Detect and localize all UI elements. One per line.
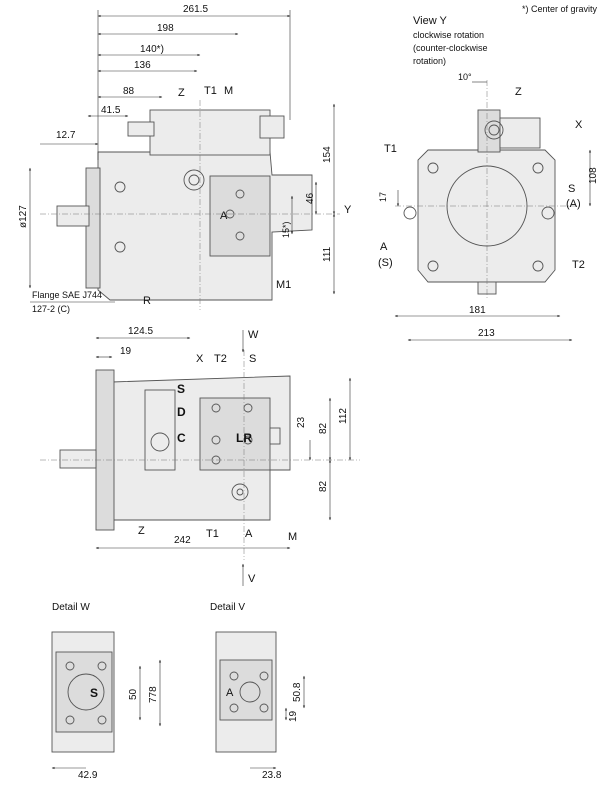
view-y: View Y clockwise rotation (counter-clock… <box>378 15 599 342</box>
port-lr: LR <box>236 431 252 445</box>
dim-17: 17 <box>378 192 388 202</box>
tv-label-z: Z <box>138 525 145 537</box>
vy-label-a: A <box>380 241 388 253</box>
dim-154: 154 <box>322 146 333 163</box>
dv-dim-19: 19 <box>288 710 299 722</box>
flange-note-line2: 127-2 (C) <box>32 304 70 314</box>
dim-88: 88 <box>123 86 135 97</box>
dim-15: 15*) <box>281 221 291 238</box>
dv-dim-50-8: 50.8 <box>292 682 303 702</box>
top-view: 124.5 19 112 82 23 82 242 W X T2 S Z T1 … <box>40 326 360 586</box>
label-z: Z <box>178 87 185 99</box>
tv-label-t2: T2 <box>214 353 227 365</box>
flange-note-line1: Flange SAE J744 <box>32 290 102 300</box>
dim-46: 46 <box>305 192 316 204</box>
vy-label-a-paren: (A) <box>566 198 581 210</box>
tv-label-x: X <box>196 353 204 365</box>
footnote: *) Center of gravity <box>522 4 598 14</box>
dim-140: 140*) <box>140 44 164 55</box>
label-r: R <box>143 295 151 307</box>
tv-label-t1: T1 <box>206 528 219 540</box>
view-y-line3: (counter-clockwise <box>413 43 488 53</box>
vy-label-x: X <box>575 119 583 131</box>
dim-41-5: 41.5 <box>101 105 121 116</box>
dv-label-a: A <box>226 687 234 699</box>
dim-10deg: 10° <box>458 72 472 82</box>
dim-242: 242 <box>174 535 191 546</box>
dv-dim-23-8: 23.8 <box>262 770 282 781</box>
label-m: M <box>224 85 233 97</box>
dim-23: 23 <box>296 416 307 428</box>
dim-108: 108 <box>588 167 599 184</box>
dim-d127: ø127 <box>18 205 29 228</box>
tv-label-s: S <box>249 353 256 365</box>
dim-82-upper: 82 <box>318 422 329 434</box>
tv-label-v: V <box>248 573 256 585</box>
dim-12-7: 12.7 <box>56 130 76 141</box>
dim-111: 111 <box>322 246 333 262</box>
vy-label-t2: T2 <box>572 259 585 271</box>
label-a: A <box>220 210 228 222</box>
dim-124-5: 124.5 <box>128 326 153 337</box>
tv-label-a: A <box>245 528 253 540</box>
dw-dim-778: 778 <box>148 686 159 703</box>
vy-label-z: Z <box>515 86 522 98</box>
port-d: D <box>177 405 186 419</box>
label-t1: T1 <box>204 85 217 97</box>
vy-label-s-paren: (S) <box>378 257 393 269</box>
detail-v-title: Detail V <box>210 602 245 613</box>
tv-label-w: W <box>248 329 259 341</box>
dim-261-5: 261.5 <box>183 4 208 15</box>
dim-82-lower: 82 <box>318 480 329 492</box>
dim-112: 112 <box>338 408 349 424</box>
dim-136: 136 <box>134 60 151 71</box>
view-y-line4: rotation) <box>413 56 446 66</box>
dw-label-s: S <box>90 686 98 700</box>
dim-181: 181 <box>469 305 486 316</box>
tv-label-m: M <box>288 531 297 543</box>
side-view: 261.5 198 140*) 136 88 41.5 12.7 154 46 … <box>18 4 352 314</box>
detail-v: Detail V 50.8 19 23.8 A <box>210 602 306 781</box>
port-c: C <box>177 431 186 445</box>
vy-label-t1: T1 <box>384 143 397 155</box>
detail-w-title: Detail W <box>52 602 90 613</box>
dw-dim-50: 50 <box>128 688 139 700</box>
dim-213: 213 <box>478 328 495 339</box>
dw-dim-42-9: 42.9 <box>78 770 98 781</box>
dim-19: 19 <box>120 346 132 357</box>
detail-w: Detail W 50 778 42.9 S <box>51 602 162 781</box>
view-y-line2: clockwise rotation <box>413 30 484 40</box>
label-m1: M1 <box>276 279 291 291</box>
view-y-title: View Y <box>413 15 448 27</box>
dim-198: 198 <box>157 23 174 34</box>
port-s: S <box>177 382 185 396</box>
label-y: Y <box>344 204 352 216</box>
vy-label-s: S <box>568 183 575 195</box>
